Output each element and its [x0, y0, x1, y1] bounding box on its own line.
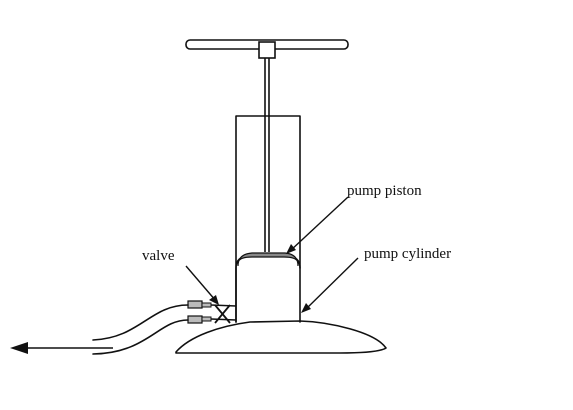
pump-piston	[237, 252, 299, 267]
pump-hose	[92, 304, 189, 355]
airflow-arrow	[10, 342, 113, 354]
pump-cylinder	[235, 115, 301, 323]
valve-fitting	[187, 300, 237, 324]
pump-base	[175, 320, 387, 354]
valve-symbol	[214, 304, 231, 324]
valve-label: valve	[142, 248, 175, 264]
pump-piston-label: pump piston	[347, 183, 422, 199]
pump-handle	[185, 39, 349, 59]
piston-leader	[286, 196, 349, 254]
valve-leader	[185, 265, 219, 305]
cylinder-leader	[301, 257, 359, 313]
piston-rod	[264, 58, 270, 252]
pump-cylinder-label: pump cylinder	[364, 246, 451, 262]
pump-chamber	[235, 255, 301, 323]
